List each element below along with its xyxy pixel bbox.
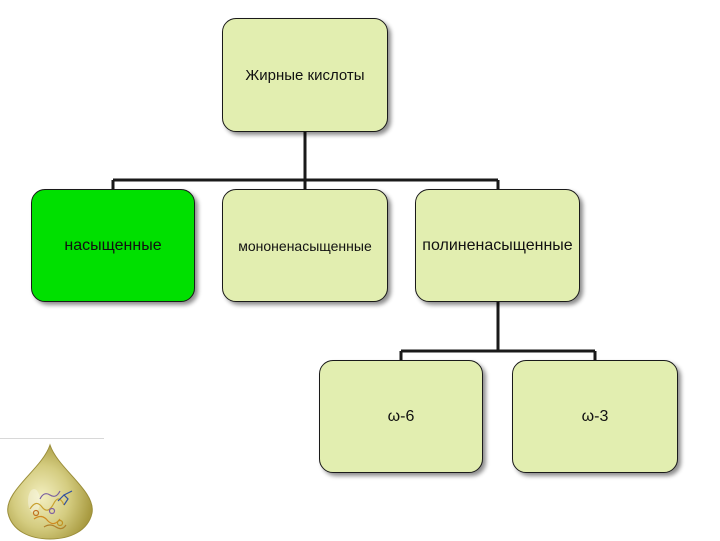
node-monounsaturated-label: мононенасыщенные: [238, 237, 372, 254]
logo-container: [0, 438, 104, 541]
node-fatty-acids: Жирные кислоты: [222, 18, 388, 132]
oil-drop-molecule-icon: [7, 443, 93, 540]
node-fatty-acids-label: Жирные кислоты: [245, 66, 365, 84]
node-saturated: насыщенные: [31, 189, 195, 302]
node-polyunsaturated: полиненасыщенные: [415, 189, 580, 302]
node-polyunsaturated-label: полиненасыщенные: [422, 236, 573, 254]
node-omega-3-label: ω-3: [581, 407, 609, 425]
node-saturated-label: насыщенные: [64, 236, 162, 254]
node-monounsaturated: мононенасыщенные: [222, 189, 388, 302]
node-omega-6-label: ω-6: [387, 407, 415, 425]
node-omega-3: ω-3: [512, 360, 678, 473]
node-omega-6: ω-6: [319, 360, 483, 473]
